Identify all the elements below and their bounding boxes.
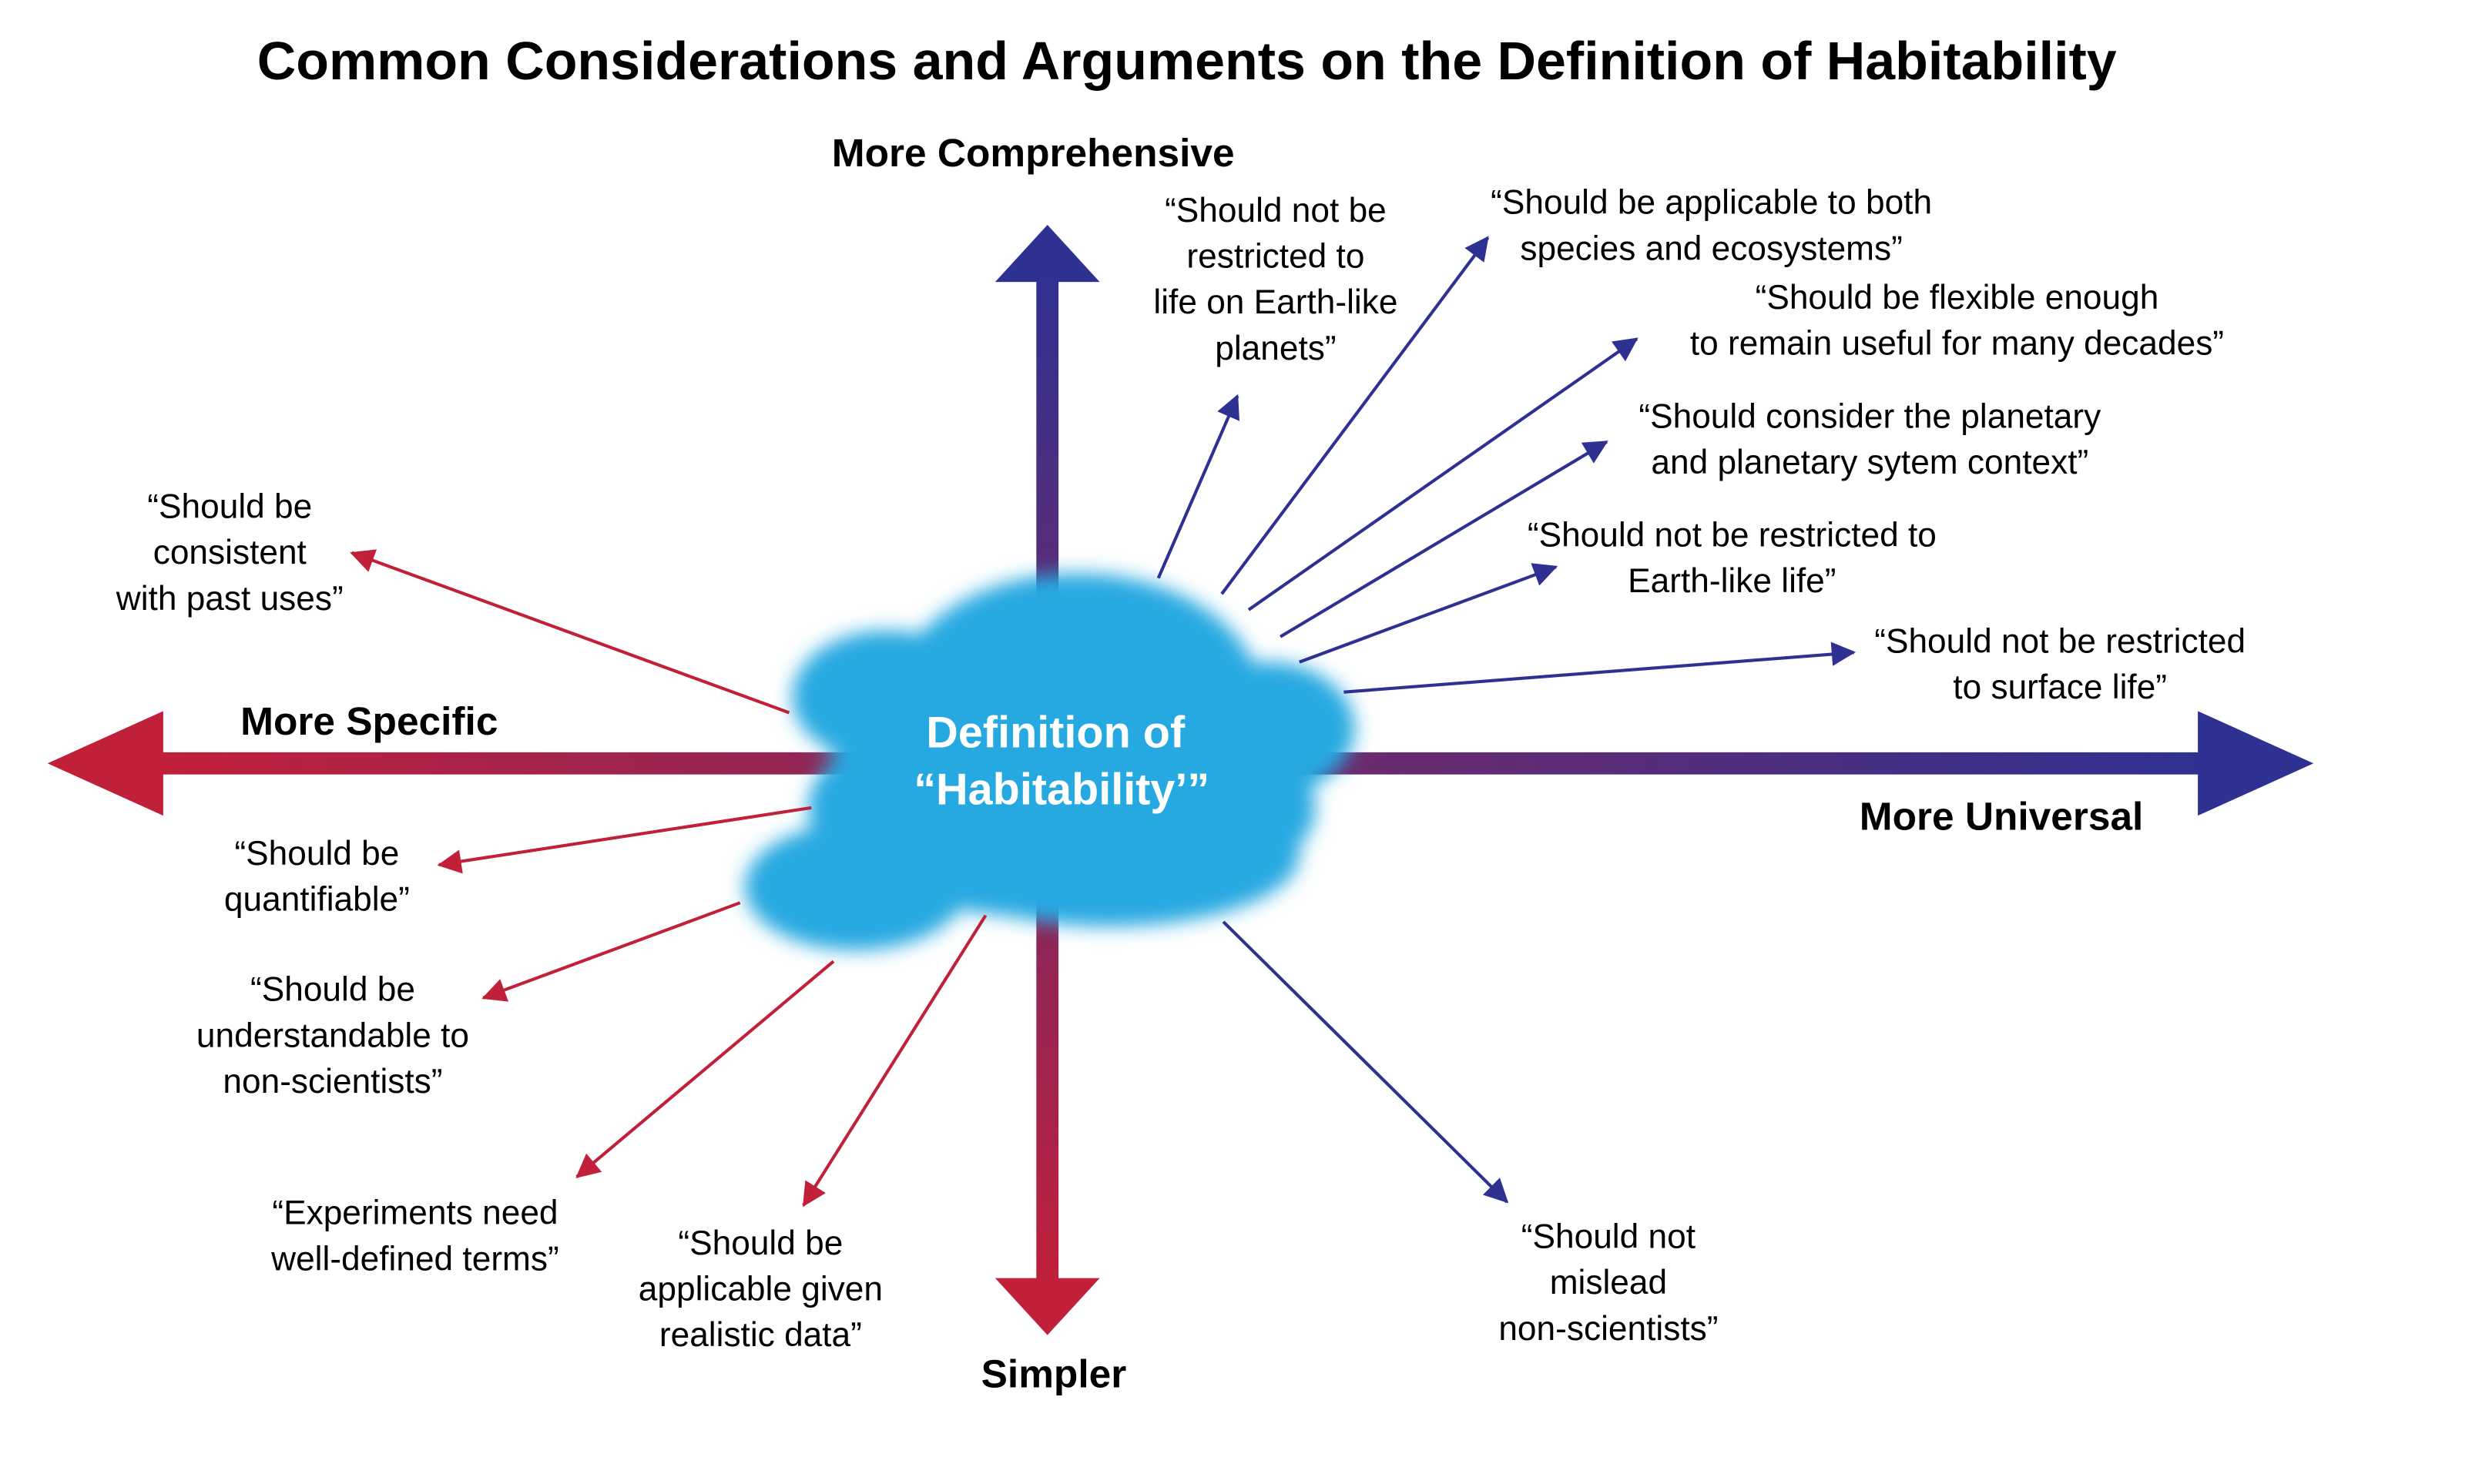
right-arrowhead: [2198, 711, 2314, 816]
argument-arrow: [1156, 394, 1240, 579]
diagram-title: Common Considerations and Arguments on t…: [257, 31, 2117, 91]
argument-label: “Should be consistent with past uses”: [116, 488, 344, 618]
argument-label-line: applicable given: [639, 1270, 883, 1308]
cloud-shape: [744, 573, 1355, 950]
argument-arrow: [1222, 920, 1509, 1204]
argument-label-line: to surface life”: [1953, 668, 2167, 706]
argument-label: “Experiments need well-defined terms”: [270, 1194, 559, 1278]
argument-label-line: “Should be: [678, 1224, 843, 1262]
argument-label-line: restricted to: [1186, 238, 1364, 276]
axis-label-bottom: Simpler: [981, 1352, 1127, 1396]
argument-label: “Should be quantifiable”: [224, 835, 410, 919]
argument-label: “Should be flexible enough to remain usef…: [1690, 279, 2224, 363]
argument-arrow: [802, 914, 988, 1208]
axis-label-top: More Comprehensive: [832, 130, 1235, 175]
argument-arrow: [350, 549, 790, 715]
center-label-line1: Definition of: [926, 709, 1186, 758]
argument-arrow: [575, 960, 835, 1178]
argument-label: “Should be understandable to non-scientist…: [196, 971, 469, 1100]
argument-label-line: to remain useful for many decades”: [1690, 325, 2224, 363]
argument-label-line: planets”: [1215, 330, 1336, 367]
argument-arrows: [350, 236, 1857, 1208]
argument-label-line: “Should be: [147, 488, 312, 526]
argument-label: “Should not be restricted to life on Earth…: [1153, 192, 1397, 367]
argument-label-line: “Should be: [234, 835, 399, 873]
argument-arrow: [1280, 441, 1608, 638]
argument-arrow: [481, 901, 741, 1002]
argument-label-line: “Should consider the planetary: [1638, 397, 2101, 435]
argument-label-line: “Experiments need: [272, 1194, 558, 1232]
argument-label: “Should be applicable given realistic data…: [639, 1224, 883, 1354]
argument-label-line: life on Earth-like: [1153, 283, 1397, 321]
argument-label-line: “Should be applicable to both: [1491, 184, 1932, 222]
top-arrowhead: [995, 225, 1100, 283]
argument-arrow: [1220, 236, 1490, 595]
axis-label-right: More Universal: [1860, 794, 2144, 839]
argument-label-line: understandable to: [196, 1017, 469, 1054]
argument-label-line: species and ecosystems”: [1520, 229, 1903, 267]
argument-label-line: non-scientists”: [223, 1063, 442, 1100]
argument-label-line: “Should be flexible enough: [1756, 279, 2159, 317]
argument-arrow: [1299, 563, 1558, 664]
argument-label: “Should consider the planetary and planet…: [1638, 397, 2101, 481]
argument-arrow: [1343, 642, 1857, 694]
center-label: Definition of “Habitability’”: [914, 709, 1209, 815]
argument-label-line: “Should not: [1521, 1218, 1696, 1256]
argument-label-line: “Should not be restricted to: [1528, 517, 1937, 554]
argument-label: “Should not be restricted to surface life…: [1874, 622, 2246, 706]
argument-label: “Should not mislead non-scientists”: [1498, 1218, 1718, 1348]
argument-label-line: well-defined terms”: [270, 1240, 559, 1278]
argument-label: “Should be applicable to both species and…: [1491, 184, 1932, 268]
argument-label: “Should not be restricted to Earth-like l…: [1528, 517, 1937, 601]
argument-label-line: “Should be: [250, 971, 415, 1009]
argument-label-line: non-scientists”: [1498, 1310, 1718, 1348]
argument-arrow: [1247, 337, 1638, 611]
argument-label-line: and planetary sytem context”: [1651, 444, 2088, 481]
argument-label-line: mislead: [1550, 1264, 1667, 1301]
center-label-line2: “Habitability’”: [914, 765, 1209, 815]
axis-label-left: More Specific: [240, 698, 498, 743]
argument-label-line: realistic data”: [659, 1316, 862, 1354]
argument-arrow: [437, 806, 812, 874]
argument-label-line: with past uses”: [116, 580, 344, 618]
argument-label-line: quantifiable”: [224, 881, 410, 919]
argument-label-line: consistent: [153, 534, 307, 571]
argument-label-line: Earth-like life”: [1628, 562, 1836, 600]
left-arrowhead: [47, 711, 163, 816]
bottom-arrowhead: [995, 1278, 1100, 1335]
argument-label-line: “Should not be: [1165, 192, 1387, 229]
argument-label-line: “Should not be restricted: [1874, 622, 2246, 660]
